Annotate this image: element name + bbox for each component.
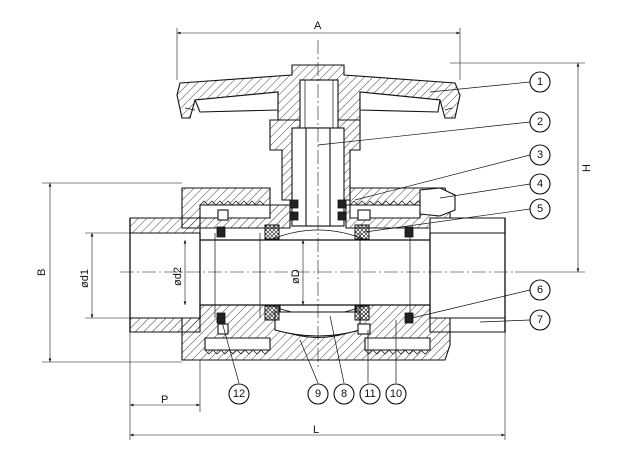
body-top: [181, 187, 456, 229]
callout-8: 8: [333, 383, 355, 405]
callout-6-label: 6: [537, 284, 543, 296]
dim-label-l: L: [313, 424, 319, 436]
callout-1-label: 1: [537, 76, 543, 88]
callout-6: 6: [529, 279, 551, 301]
callout-10: 10: [385, 383, 407, 405]
callout-11: 11: [359, 383, 381, 405]
callout-8-label: 8: [341, 388, 347, 400]
dim-label-d1: ød1: [79, 269, 91, 288]
body-bottom: [181, 304, 451, 361]
callout-4-label: 4: [537, 178, 543, 190]
callout-9-label: 9: [315, 388, 321, 400]
dim-label-a: A: [314, 20, 322, 32]
callout-2-label: 2: [537, 116, 543, 128]
callout-1: 1: [529, 71, 551, 93]
callout-9: 9: [307, 383, 329, 405]
callout-5: 5: [529, 198, 551, 220]
dim-label-b: B: [36, 269, 48, 276]
callout-3-label: 3: [537, 149, 543, 161]
callout-12-label: 12: [233, 388, 245, 400]
dim-label-d2: ød2: [172, 267, 184, 286]
callout-7-label: 7: [537, 314, 543, 326]
center-lines: [120, 40, 515, 370]
callout-2: 2: [529, 111, 551, 133]
seals: [216, 209, 414, 335]
callout-3: 3: [529, 144, 551, 166]
callout-7: 7: [529, 309, 551, 331]
dim-label-d: øD: [290, 269, 302, 284]
dimensions: [42, 28, 585, 440]
callout-5-label: 5: [537, 203, 543, 215]
dim-label-p: P: [161, 394, 168, 406]
callout-4: 4: [529, 173, 551, 195]
callout-leaders: [221, 81, 531, 384]
callout-10-label: 10: [390, 388, 402, 400]
callout-12: 12: [228, 383, 250, 405]
dim-label-h: H: [581, 164, 593, 172]
callout-11-label: 11: [364, 388, 375, 400]
